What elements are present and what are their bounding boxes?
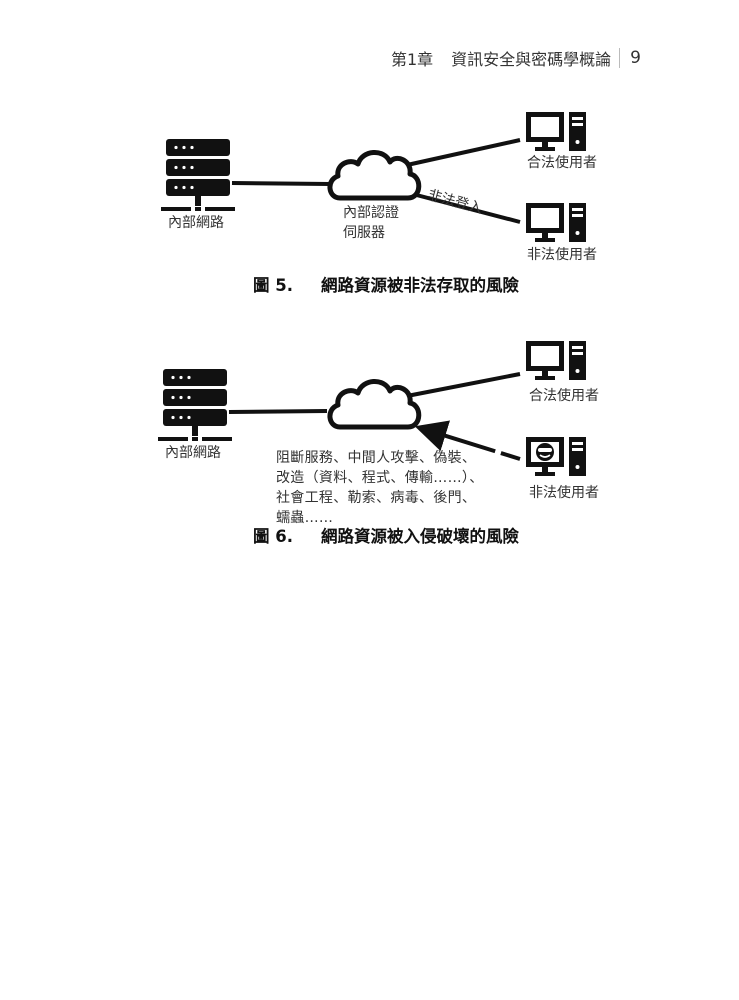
internal-network-label: 內部網路 xyxy=(165,445,221,461)
figure6-diagram xyxy=(158,341,587,477)
figure6-caption-text: 網路資源被入侵破壞的風險 xyxy=(321,527,519,546)
legit-user-label: 合法使用者 xyxy=(527,155,597,171)
hacker-computer-icon xyxy=(525,436,587,477)
desktop-computer-icon xyxy=(526,203,586,242)
legit-user-label: 合法使用者 xyxy=(529,388,599,404)
figure6-caption: 圖 6. 網路資源被入侵破壞的風險 xyxy=(253,523,519,547)
internal-network-label: 內部網路 xyxy=(168,215,224,231)
figure6-caption-number: 圖 6. xyxy=(253,527,293,546)
desktop-computer-icon xyxy=(526,112,586,151)
chapter-label: 第1章 xyxy=(390,50,434,69)
figure5-caption-text: 網路資源被非法存取的風險 xyxy=(321,276,519,295)
page-number: 9 xyxy=(630,48,641,68)
illegal-user-label: 非法使用者 xyxy=(529,485,599,501)
figure5-diagram xyxy=(161,112,586,242)
auth-server-label-line1: 內部認證 xyxy=(343,205,399,221)
cloud-icon xyxy=(330,381,419,427)
server-icon xyxy=(158,369,232,441)
server-cloud-link xyxy=(231,181,331,186)
running-header: 第1章 資訊安全與密碼學概論 9 xyxy=(391,46,641,70)
chapter-title: 資訊安全與密碼學概論 xyxy=(451,50,612,69)
server-icon xyxy=(161,139,235,211)
cloud-icon xyxy=(330,152,419,198)
attack-types-text: 阻斷服務、中間人攻擊、偽裝、改造（資料、程式、傳輸……）、社會工程、勒索、病毒、… xyxy=(276,450,484,526)
attack-arrow xyxy=(414,420,521,461)
figure5-caption-number: 圖 5. xyxy=(253,276,293,295)
header-divider xyxy=(619,48,621,68)
desktop-computer-icon xyxy=(526,341,586,380)
cloud-legit-user-link xyxy=(406,138,521,167)
figure5-caption: 圖 5. 網路資源被非法存取的風險 xyxy=(253,272,519,296)
cloud-legit-user-link xyxy=(406,372,521,398)
auth-server-label-line2: 伺服器 xyxy=(343,225,385,241)
cloud-illegal-user-link xyxy=(404,190,521,224)
server-cloud-link xyxy=(228,409,328,414)
illegal-user-label: 非法使用者 xyxy=(527,247,597,263)
